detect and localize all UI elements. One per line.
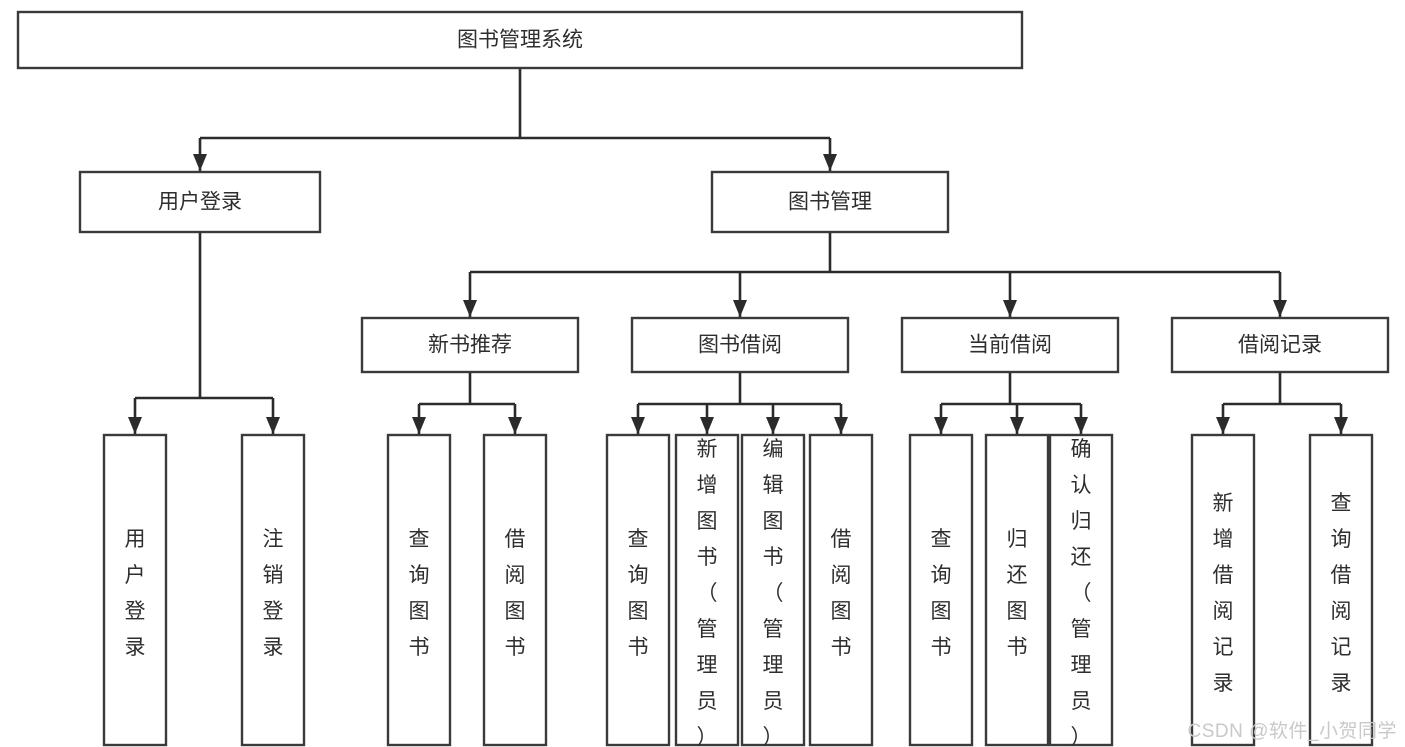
node-leaf-query-book-recommend: 查询图书 [386, 433, 452, 747]
node-leaf-user-login: 用户登录 [102, 433, 168, 747]
node-leaf-borrow-book: 借阅图书 [808, 433, 874, 747]
node-root: 图书管理系统 [16, 10, 1024, 70]
node-label: 借阅记录 [1238, 334, 1322, 357]
node-box [674, 433, 740, 747]
node-box [630, 316, 850, 374]
node-box [740, 433, 806, 747]
node-label: 借阅图书 [831, 528, 852, 659]
node-box [16, 10, 1024, 70]
node-label: 查询图书 [628, 528, 649, 659]
node-leaf-query-book-borrow: 查询图书 [605, 433, 671, 747]
node-label: 新增借阅记录 [1213, 492, 1234, 695]
node-label: 查询借阅记录 [1331, 492, 1352, 695]
node-box [386, 433, 452, 747]
node-box [240, 433, 306, 747]
node-label: 新增图书（管理员） [697, 438, 718, 747]
node-label: 图书管理系统 [457, 29, 583, 52]
node-borrow-record: 借阅记录 [1170, 316, 1390, 374]
node-leaf-borrow-book-recommend: 借阅图书 [482, 433, 548, 747]
node-label: 编辑图书（管理员） [763, 438, 784, 747]
node-label: 用户登录 [125, 528, 146, 659]
node-label: 注销登录 [263, 528, 284, 659]
node-box [1170, 316, 1390, 374]
node-leaf-return-book: 归还图书 [984, 433, 1050, 747]
node-label: 图书借阅 [698, 334, 782, 357]
node-label: 图书管理 [788, 191, 872, 214]
node-box [1048, 433, 1114, 747]
node-leaf-add-borrow-record: 新增借阅记录 [1190, 433, 1256, 747]
node-leaf-query-book-current: 查询图书 [908, 433, 974, 747]
node-box [710, 170, 950, 234]
node-book-borrow: 图书借阅 [630, 316, 850, 374]
node-label: 查询图书 [931, 528, 952, 659]
node-label: 当前借阅 [968, 334, 1052, 357]
node-box [360, 316, 580, 374]
node-label: 用户登录 [158, 191, 242, 214]
node-leaf-logout-login: 注销登录 [240, 433, 306, 747]
node-box [482, 433, 548, 747]
node-leaf-query-borrow-record: 查询借阅记录 [1308, 433, 1374, 747]
node-box [78, 170, 322, 234]
node-user-login: 用户登录 [78, 170, 322, 234]
node-label: 借阅图书 [505, 528, 526, 659]
node-box [1190, 433, 1256, 747]
node-label: 归还图书 [1007, 528, 1028, 659]
node-label: 新书推荐 [428, 334, 512, 357]
node-box [900, 316, 1120, 374]
node-label: 查询图书 [409, 528, 430, 659]
node-box [808, 433, 874, 747]
node-box [908, 433, 974, 747]
node-leaf-confirm-return-admin: 确认归还（管理员） [1048, 433, 1114, 747]
node-leaf-add-book-admin: 新增图书（管理员） [674, 433, 740, 747]
node-box [605, 433, 671, 747]
node-book-manage: 图书管理 [710, 170, 950, 234]
node-new-book-recommend: 新书推荐 [360, 316, 580, 374]
node-box [1308, 433, 1374, 747]
node-current-borrow: 当前借阅 [900, 316, 1120, 374]
node-leaf-edit-book-admin: 编辑图书（管理员） [740, 433, 806, 747]
node-label: 确认归还（管理员） [1071, 438, 1092, 747]
node-box [102, 433, 168, 747]
node-box [984, 433, 1050, 747]
